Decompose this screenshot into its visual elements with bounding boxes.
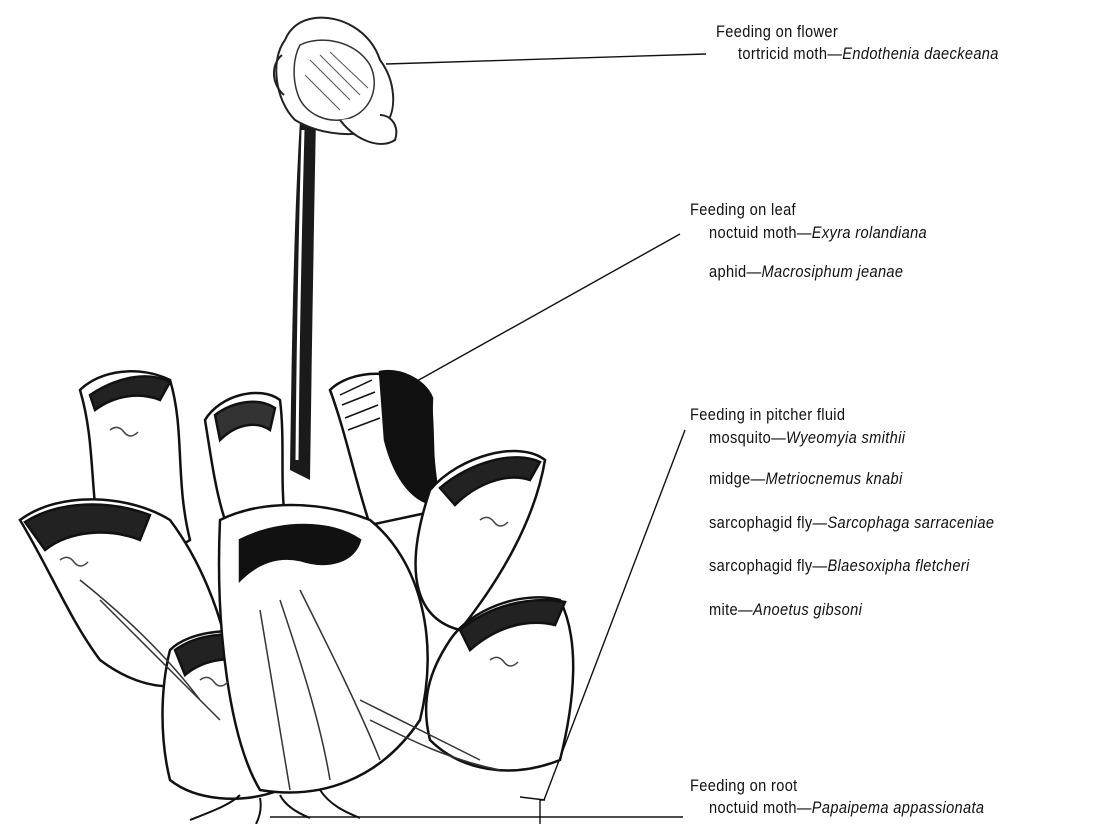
leader-line-flower	[386, 54, 706, 64]
root-entry-1: noctuid moth—Papaipema appassionata	[709, 798, 984, 818]
leaf-entry-1: noctuid moth—Exyra rolandiana	[709, 223, 927, 243]
flower-entry-1: tortricid moth—Endothenia daeckeana	[738, 44, 999, 64]
pitcher-fluid-entry-1: mosquito—Wyeomyia smithii	[709, 428, 905, 448]
pitcher-fluid-entry-2: midge—Metriocnemus knabi	[709, 469, 903, 489]
flower-heading: Feeding on flower	[716, 22, 838, 42]
bracket-pitcher-fluid-stem	[520, 797, 545, 800]
pitcher-fluid-heading: Feeding in pitcher fluid	[690, 405, 845, 425]
flower-head	[274, 18, 396, 144]
root-heading: Feeding on root	[690, 776, 798, 796]
leaf-entry-2: aphid—Macrosiphum jeanae	[709, 262, 903, 282]
pitcher-fluid-entry-3: sarcophagid fly—Sarcophaga sarraceniae	[709, 513, 994, 533]
leader-line-leaf	[417, 234, 680, 381]
leaf-heading: Feeding on leaf	[690, 200, 796, 220]
pitcher-fluid-entry-4: sarcophagid fly—Blaesoxipha fletcheri	[709, 556, 970, 576]
pitcher-fluid-entry-5: mite—Anoetus gibsoni	[709, 600, 862, 620]
